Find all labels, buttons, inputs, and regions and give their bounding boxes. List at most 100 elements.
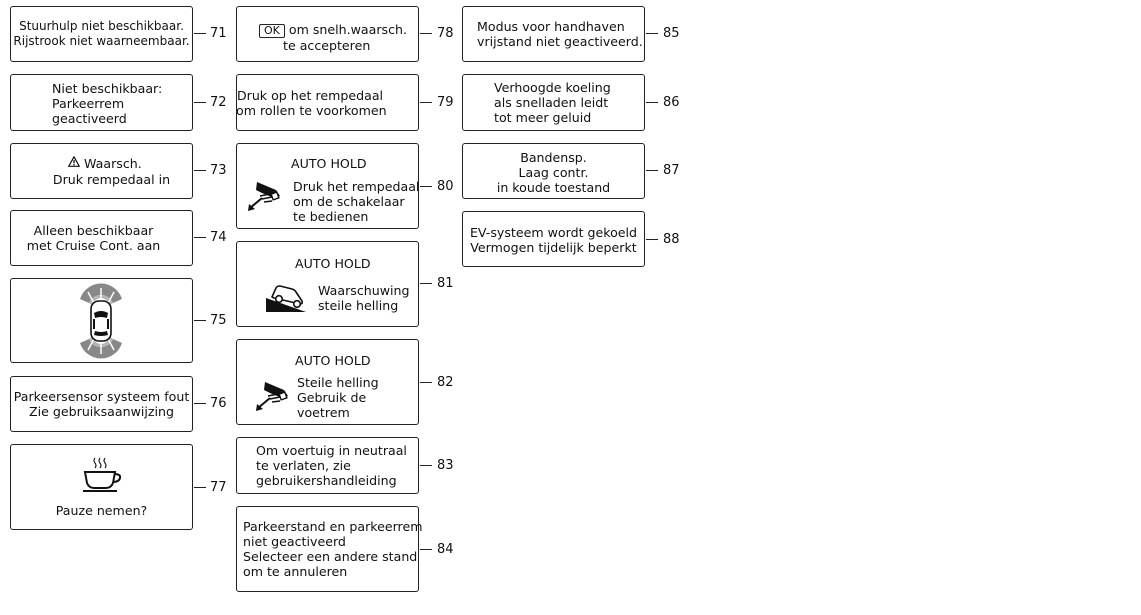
message-71-text: Stuurhulp niet beschikbaar. Rijstrook ni… [10,19,193,49]
message-box-83 [236,437,419,494]
leader-line-74 [194,237,206,239]
callout-number-86: 86 [663,95,680,110]
message-83-text: Om voertuig in neutraal te verlaten, zie… [256,443,407,488]
message-80-line-1: Druk het rempedaal [293,179,420,194]
message-88-line-2: Vermogen tijdelijk beperkt [470,240,637,255]
callout-number-82: 82 [437,375,454,390]
message-71-line-1: Stuurhulp niet beschikbaar. [19,19,184,33]
message-83-line-1: Om voertuig in neutraal [256,443,407,458]
message-81-text: Waarschuwing steile helling [318,283,409,313]
leader-line-77 [194,487,206,489]
leader-line-76 [194,403,206,405]
message-84-line-1: Parkeerstand en parkeerrem [243,519,423,534]
message-box-84 [236,506,419,592]
callout-number-74: 74 [210,230,227,245]
message-box-82 [236,339,419,425]
message-80-line-2: om de schakelaar [293,194,405,209]
message-84-line-4: om te annuleren [243,564,348,579]
leader-line-73 [194,170,206,172]
message-72-text: Niet beschikbaar: Parkeerrem geactiveerd [52,81,162,126]
message-82-line-3: voetrem [297,405,350,420]
message-80-line-3: te bedienen [293,209,369,224]
message-72-line-2: Parkeerrem [52,96,125,111]
message-74-text: Alleen beschikbaar met Cruise Cont. aan [2,223,185,253]
message-box-76 [10,376,193,432]
message-71-line-2: Rijstrook niet waarneembaar. [13,34,190,48]
message-76-text: Parkeersensor systeem fout Zie gebruiksa… [10,389,193,419]
message-box-74 [10,210,193,266]
callout-number-76: 76 [210,396,227,411]
message-76-line-2: Zie gebruiksaanwijzing [29,404,174,419]
message-72-line-3: geactiveerd [52,111,127,126]
message-74-line-2: met Cruise Cont. aan [26,238,161,253]
message-box-86 [462,74,645,131]
message-87-text: Bandensp. Laag contr. in koude toestand [462,150,645,195]
message-78-line-1-text: om snelh.waarsch. [288,22,408,37]
message-81-line-1: Waarschuwing [318,283,410,298]
message-74-line-1: Alleen beschikbaar [33,223,154,238]
callout-number-88: 88 [663,232,680,247]
message-81-title: AUTO HOLD [295,256,371,271]
message-73-title: Waarsch. [84,156,142,171]
callout-number-72: 72 [210,95,227,110]
message-85-text: Modus voor handhaven vrijstand niet geac… [477,19,643,49]
callout-number-83: 83 [437,458,454,473]
message-86-line-3: tot meer geluid [494,110,592,125]
leader-line-78 [420,33,432,35]
message-box-88 [462,211,645,267]
message-80-text: Druk het rempedaal om de schakelaar te b… [293,179,419,224]
message-77-text: Pauze nemen? [55,503,148,518]
callout-number-84: 84 [437,542,454,557]
message-85-line-2: vrijstand niet geactiveerd. [477,34,643,49]
message-86-line-2: als snelladen leidt [494,95,609,110]
callout-number-75: 75 [210,313,227,328]
callout-number-80: 80 [437,179,454,194]
leader-line-82 [420,382,432,384]
message-81-line-2: steile helling [318,298,399,313]
message-box-81 [236,241,419,327]
message-84-text: Parkeerstand en parkeerrem niet geactive… [243,519,422,579]
message-box-85 [462,6,645,62]
message-80-title: AUTO HOLD [291,156,367,171]
callout-number-79: 79 [437,95,454,110]
message-83-line-3: gebruikershandleiding [256,473,397,488]
message-86-text: Verhoogde koeling als snelladen leidt to… [494,80,611,125]
callout-number-73: 73 [210,163,227,178]
message-84-line-3: Selecteer een andere stand [243,549,418,564]
callout-number-85: 85 [663,26,680,41]
message-82-text: Steile helling Gebruik de voetrem [297,375,379,420]
callout-number-78: 78 [437,26,454,41]
message-83-line-2: te verlaten, zie [256,458,351,473]
message-82-line-2: Gebruik de [297,390,367,405]
message-box-78 [236,6,419,62]
car-on-slope-icon [266,285,306,312]
leader-line-71 [194,33,206,35]
message-88-line-1: EV-systeem wordt gekoeld [469,225,638,240]
leader-line-88 [646,239,658,241]
message-87-line-2: Laag contr. [518,165,589,180]
foot-on-pedal-icon [248,182,280,211]
message-box-87 [462,143,645,199]
message-82-line-1: Steile helling [297,375,379,390]
message-73-line-2: Druk rempedaal in [52,172,171,187]
coffee-cup-icon [83,457,122,492]
message-82-title: AUTO HOLD [295,353,371,368]
leader-line-75 [194,320,206,322]
callout-number-77: 77 [210,480,227,495]
leader-line-86 [646,102,658,104]
message-78-line-2: te accepteren [283,38,371,53]
callout-number-81: 81 [437,276,454,291]
message-box-71 [10,6,193,62]
leader-line-81 [420,283,432,285]
message-87-line-1: Bandensp. [520,150,587,165]
callout-number-71: 71 [210,26,227,41]
leader-line-79 [420,102,432,104]
message-86-line-1: Verhoogde koeling [494,80,611,95]
message-79-text: Druk op het rempedaal om rollen te voork… [236,88,387,118]
leader-line-84 [420,549,432,551]
message-88-text: EV-systeem wordt gekoeld Vermogen tijdel… [462,225,645,255]
ok-key-icon: OK [259,24,285,38]
leader-line-85 [646,33,658,35]
message-85-line-1: Modus voor handhaven [477,19,625,34]
